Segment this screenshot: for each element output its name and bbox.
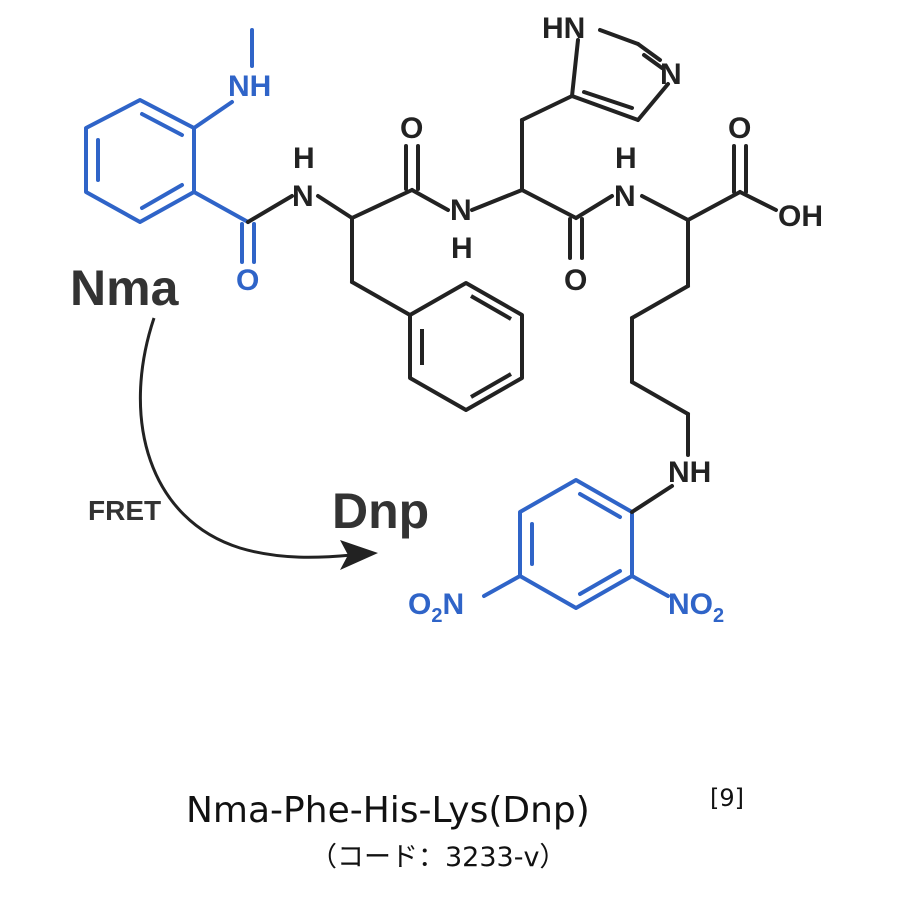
dnp-group-bonds bbox=[482, 478, 670, 610]
phe-carbonyl-o-label: O bbox=[400, 112, 423, 145]
nma-amide-bond bbox=[246, 194, 294, 224]
his-carbonyl-o-label: O bbox=[564, 264, 587, 297]
no2-label: NO2 bbox=[668, 588, 724, 627]
nma-carbonyl-o-label: O bbox=[236, 264, 259, 297]
nma-nh-label: NH bbox=[228, 70, 271, 103]
carboxyl-oh-label: OH bbox=[778, 200, 823, 233]
caption-code: （コード：3233-v） bbox=[310, 842, 566, 873]
fret-arrowhead bbox=[340, 540, 378, 570]
dnp-label: Dnp bbox=[332, 483, 429, 539]
phenyl-ring bbox=[408, 281, 524, 412]
imidazole-hn-label: HN bbox=[542, 12, 585, 45]
amide-n-label-3: N bbox=[614, 180, 636, 213]
peptide-backbone-bonds bbox=[316, 94, 778, 457]
amide-n-label-2: N bbox=[450, 194, 472, 227]
nma-group-bonds bbox=[84, 28, 256, 264]
amide-h-label-3: H bbox=[615, 142, 637, 175]
lys-nh-label: NH bbox=[668, 456, 711, 489]
caption-title: Nma-Phe-His-Lys(Dnp) bbox=[186, 790, 590, 831]
imidazole-ring bbox=[570, 28, 670, 122]
fret-arrow bbox=[138, 317, 353, 559]
atom-labels: NH N H O O N H HN N O N H O OH NH O2N NO… bbox=[228, 12, 823, 627]
nma-label: Nma bbox=[70, 260, 180, 316]
caption-reference: [9] bbox=[710, 784, 744, 812]
amide-n-label-1: N bbox=[292, 180, 314, 213]
carboxyl-o-label: O bbox=[728, 112, 751, 145]
amide-h-label-1: H bbox=[293, 142, 315, 175]
o2n-label: O2N bbox=[408, 588, 464, 627]
imidazole-n-label: N bbox=[660, 58, 682, 91]
fret-label: FRET bbox=[88, 495, 161, 526]
lys-dnp-bond bbox=[630, 484, 674, 514]
amide-h-label-2: H bbox=[451, 232, 473, 265]
